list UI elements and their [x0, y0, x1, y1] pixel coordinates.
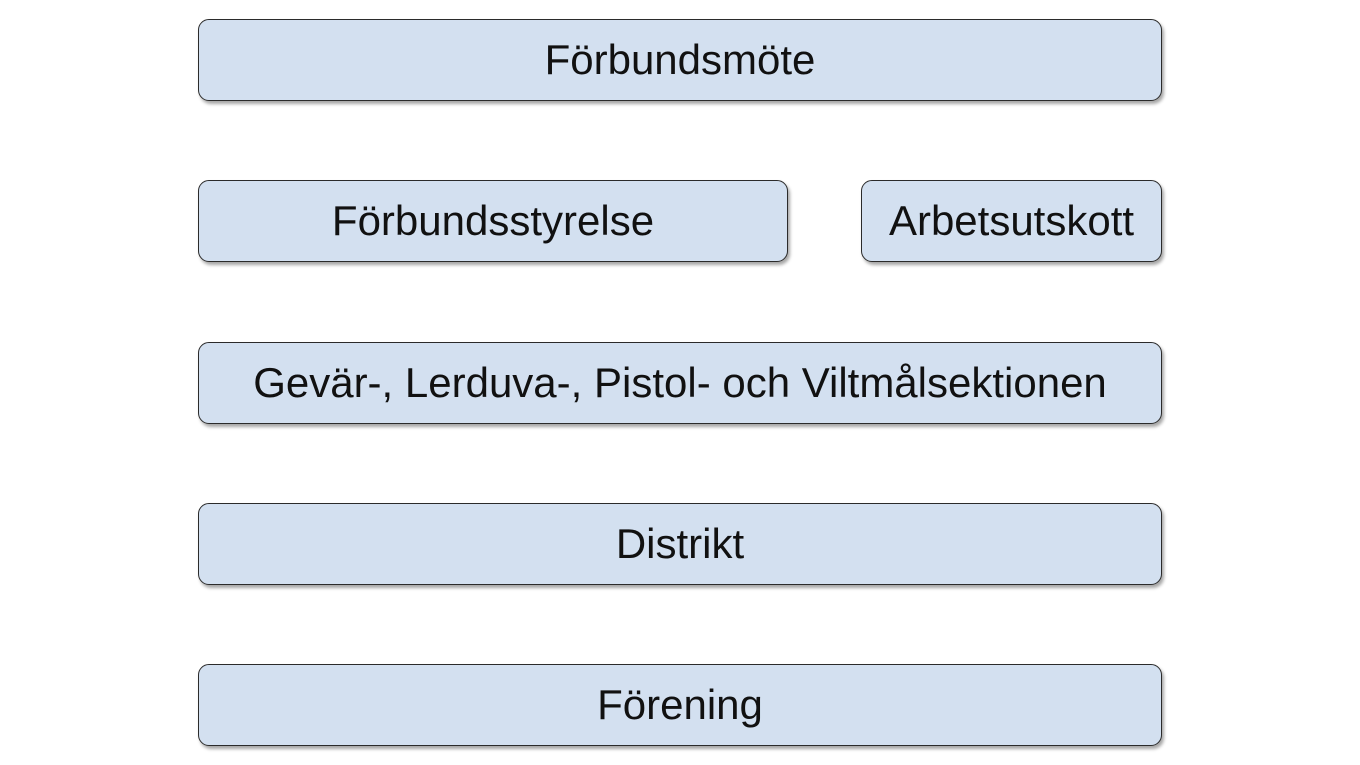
- arbetsutskott-label: Arbetsutskott: [888, 197, 1135, 244]
- sektioner-label: Gevär-, Lerduva-, Pistol- och Viltmålsek…: [253, 359, 1107, 406]
- forening-label: Förening: [597, 681, 763, 728]
- forbundsmote-label: Förbundsmöte: [544, 36, 816, 83]
- sektioner-box: Gevär-, Lerduva-, Pistol- och Viltmålsek…: [198, 342, 1162, 424]
- forening-box: Förening: [198, 664, 1162, 746]
- arbetsutskott-box: Arbetsutskott: [861, 180, 1162, 262]
- distrikt-box: Distrikt: [198, 503, 1162, 585]
- forbundsmote-box: Förbundsmöte: [198, 19, 1162, 101]
- forbundsstyrelse-label: Förbundsstyrelse: [331, 197, 655, 244]
- distrikt-label: Distrikt: [615, 520, 745, 567]
- forbundsstyrelse-box: Förbundsstyrelse: [198, 180, 788, 262]
